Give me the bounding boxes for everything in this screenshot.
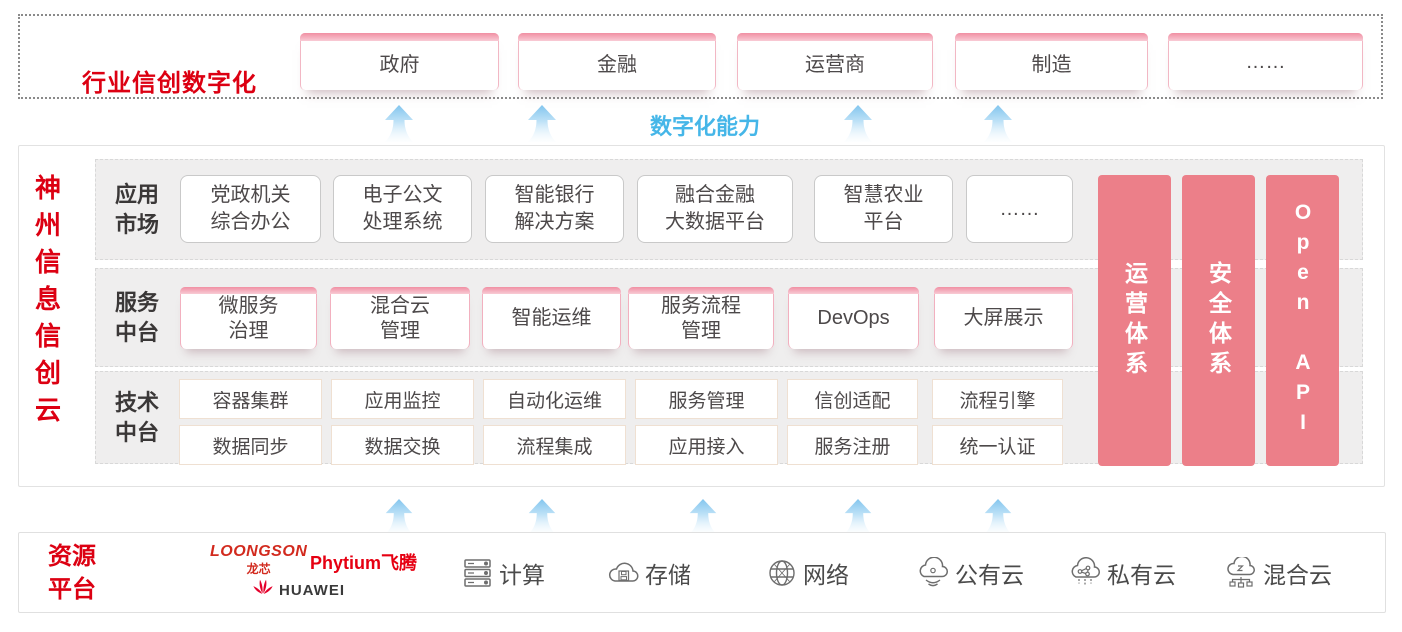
resource-public-cloud: 公有云 (916, 554, 1024, 592)
resource-label: 计算 (499, 562, 545, 588)
loongson-logo-sub: 龙芯 (246, 562, 271, 576)
tech-box: 信创适配 (787, 379, 918, 419)
tech-box: 流程引擎 (932, 379, 1063, 419)
service-box: 大屏展示 (934, 287, 1073, 349)
resource-network: 网络 (766, 554, 849, 592)
huawei-flower-icon (252, 578, 274, 602)
compute-server-icon (462, 557, 494, 589)
app-box: 融合金融 大数据平台 (637, 175, 793, 243)
resource-label: 公有云 (955, 562, 1024, 588)
industry-box-label: …… (1245, 50, 1286, 73)
up-arrow-icon (980, 104, 1016, 142)
tech-box: 数据同步 (179, 425, 322, 465)
industry-box-label: 运营商 (805, 53, 865, 76)
tech-box: 流程集成 (483, 425, 626, 465)
up-arrow-icon (524, 498, 560, 536)
up-arrow-icon (980, 498, 1016, 536)
up-arrow-icon (840, 104, 876, 142)
app-box: 智能银行 解决方案 (485, 175, 624, 243)
network-globe-icon (766, 557, 798, 589)
industry-box-label: 金融 (597, 53, 637, 76)
service-box: 服务流程 管理 (628, 287, 774, 349)
phytium-logo: Phytium飞腾 (310, 549, 417, 575)
tech-box: 服务注册 (787, 425, 918, 465)
industry-box-label: 制造 (1031, 53, 1072, 76)
app-box: 党政机关 综合办公 (180, 175, 321, 243)
service-box: 微服务 治理 (180, 287, 317, 349)
public-cloud-icon (916, 557, 950, 589)
tech-box: 容器集群 (179, 379, 322, 419)
tech-box: 统一认证 (932, 425, 1063, 465)
resource-label: 混合云 (1263, 562, 1332, 588)
resource-storage: 存储 (606, 554, 691, 592)
resource-hybrid-cloud: 混合云 (1224, 554, 1332, 592)
private-cloud-icon (1068, 557, 1102, 589)
hybrid-cloud-icon (1224, 557, 1258, 589)
row-label-tech-platform: 技术 中台 (114, 389, 159, 445)
pillar-open-api: Open API (1266, 175, 1339, 466)
industry-box-label: 政府 (379, 53, 420, 76)
huawei-logo-text: HUAWEI (279, 581, 345, 599)
row-label-app-market: 应用 市场 (114, 181, 159, 237)
service-box: 智能运维 (482, 287, 621, 349)
resource-platform-title: 资源 平台 (48, 543, 96, 603)
capability-label: 数字化能力 (649, 114, 760, 139)
up-arrow-icon (381, 104, 417, 142)
service-box: DevOps (788, 287, 919, 349)
industry-box-manufacturing: 制造 (955, 33, 1148, 90)
up-arrow-icon (840, 498, 876, 536)
resource-label: 存储 (645, 562, 691, 588)
up-arrow-icon (685, 498, 721, 536)
up-arrow-icon (381, 498, 417, 536)
resource-label: 网络 (803, 562, 849, 588)
loongson-logo: LOONGSON 龙芯 (210, 543, 307, 577)
industry-box-more: …… (1168, 33, 1363, 90)
pillar-operation-system: 运营体系 (1098, 175, 1171, 466)
resource-compute: 计算 (462, 554, 545, 592)
industry-section-title: 行业信创数字化 (82, 70, 257, 97)
phytium-logo-sub: 飞腾 (381, 553, 418, 573)
phytium-logo-text: Phytium (310, 553, 382, 573)
resource-label: 私有云 (1107, 562, 1176, 588)
resource-private-cloud: 私有云 (1068, 554, 1176, 592)
resource-platform-section (18, 532, 1386, 613)
service-box: 混合云 管理 (330, 287, 470, 349)
app-box: 智慧农业 平台 (814, 175, 953, 243)
cloud-platform-title: 神州信息信创云 (34, 173, 61, 425)
industry-box-government: 政府 (300, 33, 499, 90)
huawei-logo: HUAWEI (252, 578, 345, 602)
row-label-service-platform: 服务 中台 (114, 289, 159, 345)
industry-box-operator: 运营商 (737, 33, 933, 90)
up-arrow-icon (524, 104, 560, 142)
storage-cloud-icon (606, 557, 640, 589)
tech-box: 数据交换 (331, 425, 474, 465)
tech-box: 自动化运维 (483, 379, 626, 419)
industry-box-finance: 金融 (518, 33, 716, 90)
tech-box: 应用监控 (331, 379, 474, 419)
pillar-security-system: 安全体系 (1182, 175, 1255, 466)
app-box: …… (966, 175, 1073, 243)
tech-box: 服务管理 (635, 379, 778, 419)
app-box: 电子公文 处理系统 (333, 175, 472, 243)
tech-box: 应用接入 (635, 425, 778, 465)
loongson-logo-text: LOONGSON (210, 543, 308, 560)
